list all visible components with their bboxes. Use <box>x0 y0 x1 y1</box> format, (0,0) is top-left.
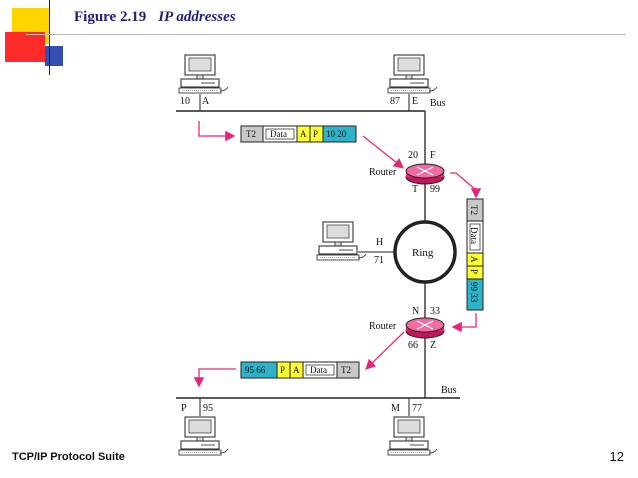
computer-e: 87 E <box>387 54 438 111</box>
computer-p: P 95 <box>178 398 229 456</box>
packet-2: T2 Data A P 99 33 <box>466 198 484 311</box>
host-h-name: H <box>376 237 383 248</box>
packet-1-data: Data <box>270 129 287 139</box>
host-m-number: 77 <box>412 403 422 414</box>
packet-1-field-p: P <box>313 129 318 139</box>
host-m-name: M <box>391 403 400 414</box>
packet-2-ip: 99 33 <box>469 282 479 303</box>
router-2-label: Router <box>369 321 397 332</box>
figure-title: Figure 2.19 IP addresses <box>74 9 236 26</box>
page-number: 12 <box>609 449 624 464</box>
bottom-bus-label: Bus <box>441 385 457 396</box>
deco-red-square <box>5 32 45 62</box>
router-2-top-name: N <box>412 306 419 317</box>
router-icon <box>405 163 445 185</box>
router-2-bottom-number: 66 <box>408 340 418 351</box>
packet-3-trailer: T2 <box>341 365 351 375</box>
arrow-packet-3-to-p <box>193 368 236 388</box>
router-1-bottom-name: T <box>412 184 418 195</box>
arrow-packet-1-to-router-1 <box>362 135 405 169</box>
packet-3-field-p: P <box>280 365 285 375</box>
figure-caption: IP addresses <box>158 9 236 25</box>
packet-1: T2 Data A P 10 20 <box>240 125 357 143</box>
packet-2-field-a: A <box>469 256 479 263</box>
footer-suite-label: TCP/IP Protocol Suite <box>12 451 125 463</box>
packet-3-data: Data <box>310 365 327 375</box>
router-1: Router 20 F T 99 <box>369 150 445 195</box>
packet-1-trailer: T2 <box>246 129 256 139</box>
deco-horizontal-line <box>26 34 626 35</box>
router-icon <box>405 317 445 339</box>
router-2-top-number: 33 <box>430 306 440 317</box>
deco-vertical-line <box>49 0 50 75</box>
packet-3: 95 66 P A Data T2 <box>240 361 360 379</box>
packet-3-ip: 95 66 <box>245 365 266 375</box>
top-bus: Bus <box>176 98 446 112</box>
host-e-number: 87 <box>390 96 400 107</box>
host-a-name: A <box>202 96 210 107</box>
host-p-number: 95 <box>203 403 213 414</box>
packet-2-data: Data <box>469 227 479 244</box>
computer-icon <box>387 416 438 456</box>
host-e-name: E <box>412 96 418 107</box>
figure-number: Figure 2.19 <box>74 9 147 25</box>
arrow-a-to-packet-1 <box>198 121 236 142</box>
arrow-router-2-to-packet-3 <box>365 331 405 370</box>
packet-2-field-p: P <box>469 269 479 274</box>
top-bus-label: Bus <box>430 98 446 109</box>
router-1-top-name: F <box>430 150 436 161</box>
arrow-packet-2-to-router-2 <box>451 313 477 333</box>
computer-icon <box>316 221 367 261</box>
router-2-bottom-name: Z <box>430 340 436 351</box>
computer-m: M 77 <box>387 398 438 456</box>
packet-3-field-a: A <box>293 365 300 375</box>
computer-icon <box>178 54 229 94</box>
router-1-bottom-number: 99 <box>430 184 440 195</box>
router-1-top-number: 20 <box>408 150 418 161</box>
bottom-bus: Bus <box>176 385 460 399</box>
packet-2-trailer: T2 <box>469 205 479 215</box>
ring-label: Ring <box>412 247 434 259</box>
computer-icon <box>387 54 438 94</box>
host-p-name: P <box>181 403 187 414</box>
flow-arrows <box>193 121 482 388</box>
computer-a: 10 A <box>178 54 229 111</box>
host-h-number: 71 <box>374 255 384 266</box>
packet-1-field-a: A <box>300 129 307 139</box>
router-1-label: Router <box>369 167 397 178</box>
router-2: Router N 33 66 Z <box>369 306 445 351</box>
arrow-router-1-to-packet-2 <box>450 172 482 199</box>
host-a-number: 10 <box>180 96 190 107</box>
ring-network: Ring <box>393 220 457 284</box>
computer-h: H 71 <box>316 221 395 266</box>
packet-1-ip: 10 20 <box>326 129 347 139</box>
computer-icon <box>178 416 229 456</box>
